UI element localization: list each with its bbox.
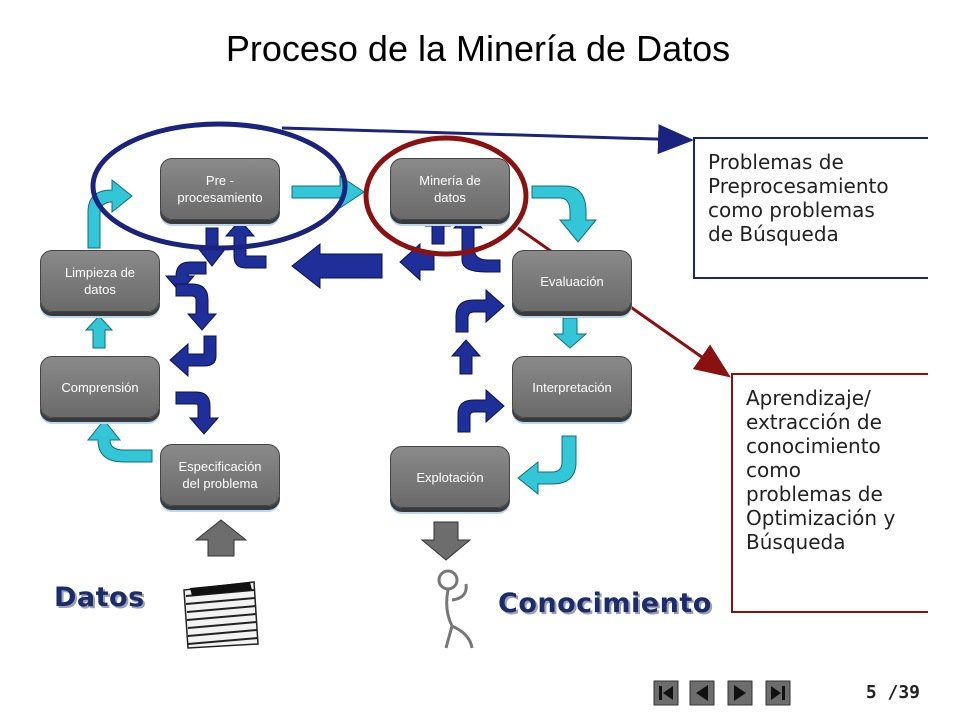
arrow-mineria-to-evaluacion [531,185,598,243]
arrow-right-up-3 [455,288,505,333]
stage-mineria-label: Minería de datos [419,173,481,205]
thinker-figure-icon [437,569,474,649]
dark-feedback-arrows [164,211,505,435]
arrow-big-left [291,242,383,290]
arrow-right-up-2 [450,339,482,375]
stage-comprension: Comprensión [40,356,160,418]
next-page-icon[interactable] [727,680,753,706]
preprocessing-highlight-ellipse [90,121,348,251]
arrow-interpretacion-to-explotacion [517,435,577,496]
slide-title: Proceso de la Minería de Datos [225,28,731,69]
page-indicator: 5 /39 [865,682,920,703]
arrow-pre-to-mineria [291,175,365,209]
arrow-left-down-2 [169,335,217,378]
stage-evaluacion-label: Evaluación [540,273,604,289]
stage-limpieza-label: Limpieza de datos [64,265,136,297]
document-stack-icon [183,581,259,649]
arrow-up-mineria-right [452,211,501,273]
arrow-evaluacion-to-interpretacion [552,317,588,349]
first-page-icon[interactable] [653,680,679,706]
stage-evaluacion: Evaluación [512,250,632,312]
arrow-data-up [194,519,248,557]
stage-mineria-datos: Minería de datos [390,158,510,220]
arrow-up-pre-right [224,219,267,269]
mining-note: Aprendizaje/ extracción de conocimiento … [734,376,926,610]
preprocessing-connector-arrow [281,124,694,155]
stage-explotacion: Explotación [390,446,510,508]
stage-limpieza-datos: Limpieza de datos [40,250,160,312]
arrow-left-down-3 [175,391,220,435]
stage-especificacion-label: Especificación del problema [178,459,262,491]
stage-comprension-label: Comprensión [61,379,139,395]
arrow-left-down-1 [175,283,218,331]
arrow-knowledge-down [420,521,472,561]
cyan-flow-arrows [84,175,598,496]
stage-explotacion-label: Explotación [416,469,484,485]
stage-especificacion: Especificación del problema [160,444,280,506]
previous-page-icon[interactable] [689,680,715,706]
stage-interpretacion: Interpretación [512,356,632,418]
stage-preprocesamiento-label: Pre - procesamiento [177,173,263,205]
arrow-comprension-to-limpieza [84,315,114,349]
mining-note-frame [731,373,928,613]
mining-highlight-ellipse [363,135,529,257]
conocimiento-label: Conocimiento [498,588,712,619]
datos-label: Datos [54,582,145,613]
stage-interpretacion-label: Interpretación [532,379,612,395]
arrow-right-up-1 [457,388,505,433]
arrow-especificacion-to-comprension [86,419,153,463]
last-page-icon[interactable] [765,680,791,706]
preprocessing-note: Problemas de Preprocesamiento como probl… [696,140,926,276]
stage-preprocesamiento: Pre - procesamiento [160,158,280,220]
preprocessing-note-frame [693,137,928,279]
